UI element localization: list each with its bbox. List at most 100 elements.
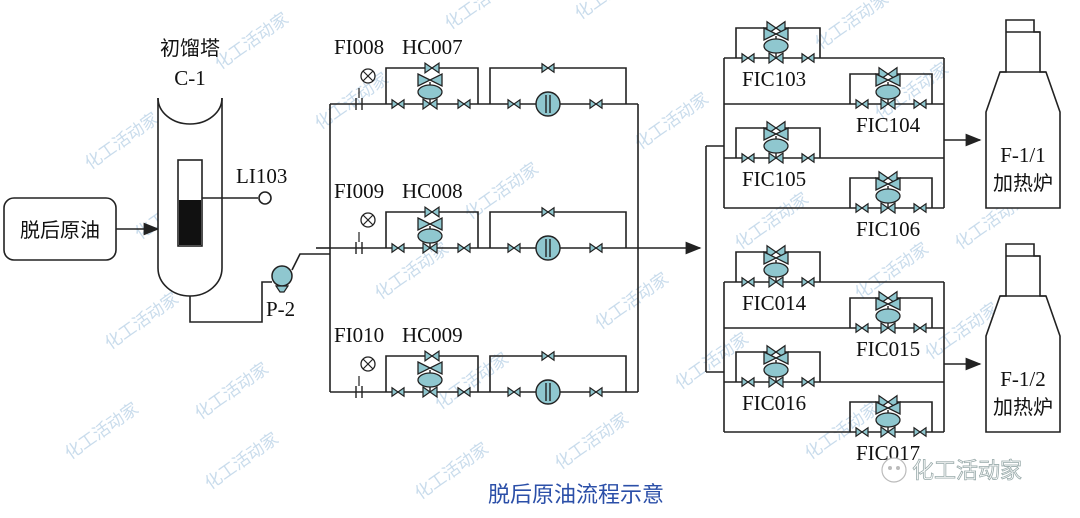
- gate-valve-icon: [913, 322, 927, 334]
- branch-3: FI010 HC009: [330, 323, 638, 405]
- gate-valve-icon: [855, 322, 869, 334]
- flow-tag: FI009: [334, 179, 384, 203]
- flow-controller-tag: FIC106: [856, 217, 920, 241]
- gate-valve-icon: [457, 242, 471, 254]
- watermark-text: 化工活动家: [431, 349, 512, 414]
- gate-valve-icon: [741, 376, 755, 388]
- flow-meter-icon: [535, 91, 561, 117]
- gate-valve-icon: [913, 202, 927, 214]
- watermark-text: 化工活动家: [61, 399, 142, 464]
- level-indicator-icon: [258, 191, 272, 205]
- gate-valve-icon: [507, 98, 521, 110]
- level-tag: LI103: [236, 164, 287, 188]
- gate-valve-icon: [801, 376, 815, 388]
- hand-control-tag: HC007: [402, 35, 463, 59]
- branch-1: FI008 HC007: [330, 35, 638, 117]
- furnace-name: 加热炉: [993, 171, 1053, 195]
- wechat-logo-icon: [881, 457, 907, 483]
- gate-valve-icon: [855, 426, 869, 438]
- control-valve-icon: [763, 250, 789, 289]
- gate-valve-icon: [541, 62, 555, 74]
- flow-indicator-icon: [360, 212, 376, 228]
- pump-tag: P-2: [266, 297, 295, 321]
- flow-tag: FI010: [334, 323, 384, 347]
- gate-valve-icon: [457, 98, 471, 110]
- control-valve-icon: [417, 216, 443, 255]
- gate-valve-icon: [741, 152, 755, 164]
- gate-valve-icon: [855, 98, 869, 110]
- watermark-text: 化工活动家: [201, 429, 282, 494]
- flow-controller-tag: FIC104: [856, 113, 921, 137]
- control-valve-icon: [875, 72, 901, 111]
- diagram-caption: 脱后原油流程示意: [488, 483, 664, 508]
- gate-valve-icon: [541, 206, 555, 218]
- hand-control-tag: HC008: [402, 179, 463, 203]
- brand-watermark: 化工活动家: [912, 459, 1022, 484]
- pump-discharge-line: [291, 253, 330, 271]
- watermark-text: 化工活动家: [311, 69, 392, 134]
- flow-meter-icon: [535, 235, 561, 261]
- watermark-text: 化工活动家: [411, 439, 492, 504]
- flow-controller-tag: FIC014: [742, 291, 807, 315]
- gate-valve-icon: [741, 276, 755, 288]
- watermark-text: 化工活动家: [571, 0, 652, 24]
- control-valve-icon: [763, 126, 789, 165]
- watermark-text: 化工活动家: [731, 189, 812, 254]
- watermark-text: 化工活动家: [551, 409, 632, 474]
- gate-valve-icon: [855, 202, 869, 214]
- watermark-text: 化工活动家: [81, 109, 162, 174]
- watermark-text: 化工活动家: [441, 0, 522, 34]
- branch-2: FI009 HC008: [330, 179, 638, 261]
- gate-valve-icon: [424, 349, 440, 363]
- gate-valve-icon: [913, 426, 927, 438]
- gate-valve-icon: [507, 386, 521, 398]
- tower-name: 初馏塔: [160, 36, 220, 60]
- watermark-text: 化工活动家: [591, 269, 672, 334]
- tower-tag: C-1: [174, 66, 206, 90]
- watermark-text: 化工活动家: [101, 289, 182, 354]
- flow-meter-icon: [535, 379, 561, 405]
- gate-valve-icon: [913, 98, 927, 110]
- gate-valve-icon: [801, 52, 815, 64]
- pump-icon: [271, 265, 293, 293]
- feed-box: 脱后原油: [3, 197, 117, 261]
- watermark-text: 化工活动家: [461, 159, 542, 224]
- furnace-tag: F-1/1: [1000, 143, 1046, 167]
- heating-furnace: F-1/2 加热炉: [985, 243, 1061, 433]
- flow-indicator-icon: [360, 68, 376, 84]
- gate-valve-icon: [589, 242, 603, 254]
- furnace-group: FIC103FIC104FIC105FIC106F-1/1加热炉FIC014FI…: [723, 19, 1061, 465]
- watermark-text: 化工活动家: [211, 9, 292, 74]
- control-valve-icon: [417, 360, 443, 399]
- furnace-name: 加热炉: [993, 395, 1053, 419]
- gate-valve-icon: [391, 386, 405, 398]
- gate-valve-icon: [801, 152, 815, 164]
- furnace-tag: F-1/2: [1000, 367, 1046, 391]
- gate-valve-icon: [424, 205, 440, 219]
- control-valve-icon: [875, 296, 901, 335]
- gate-valve-icon: [589, 386, 603, 398]
- flow-indicator-icon: [360, 356, 376, 372]
- gate-valve-icon: [507, 242, 521, 254]
- gate-valve-icon: [391, 242, 405, 254]
- initial-distillation-tower: 初馏塔 C-1 LI103: [157, 36, 287, 297]
- control-valve-icon: [417, 72, 443, 111]
- gate-valve-icon: [391, 98, 405, 110]
- watermark-text: 化工活动家: [191, 359, 272, 424]
- gate-valve-icon: [457, 386, 471, 398]
- control-valve-icon: [763, 26, 789, 65]
- flow-controller-tag: FIC015: [856, 337, 920, 361]
- gate-valve-icon: [541, 350, 555, 362]
- flow-tag: FI008: [334, 35, 384, 59]
- heating-furnace: F-1/1 加热炉: [985, 19, 1061, 209]
- gate-valve-icon: [741, 52, 755, 64]
- watermark-text: 化工活动家: [851, 239, 932, 304]
- gate-valve-icon: [424, 61, 440, 75]
- level-fill: [179, 200, 201, 245]
- flow-controller-tag: FIC103: [742, 67, 806, 91]
- flow-controller-tag: FIC016: [742, 391, 806, 415]
- hand-control-tag: HC009: [402, 323, 463, 347]
